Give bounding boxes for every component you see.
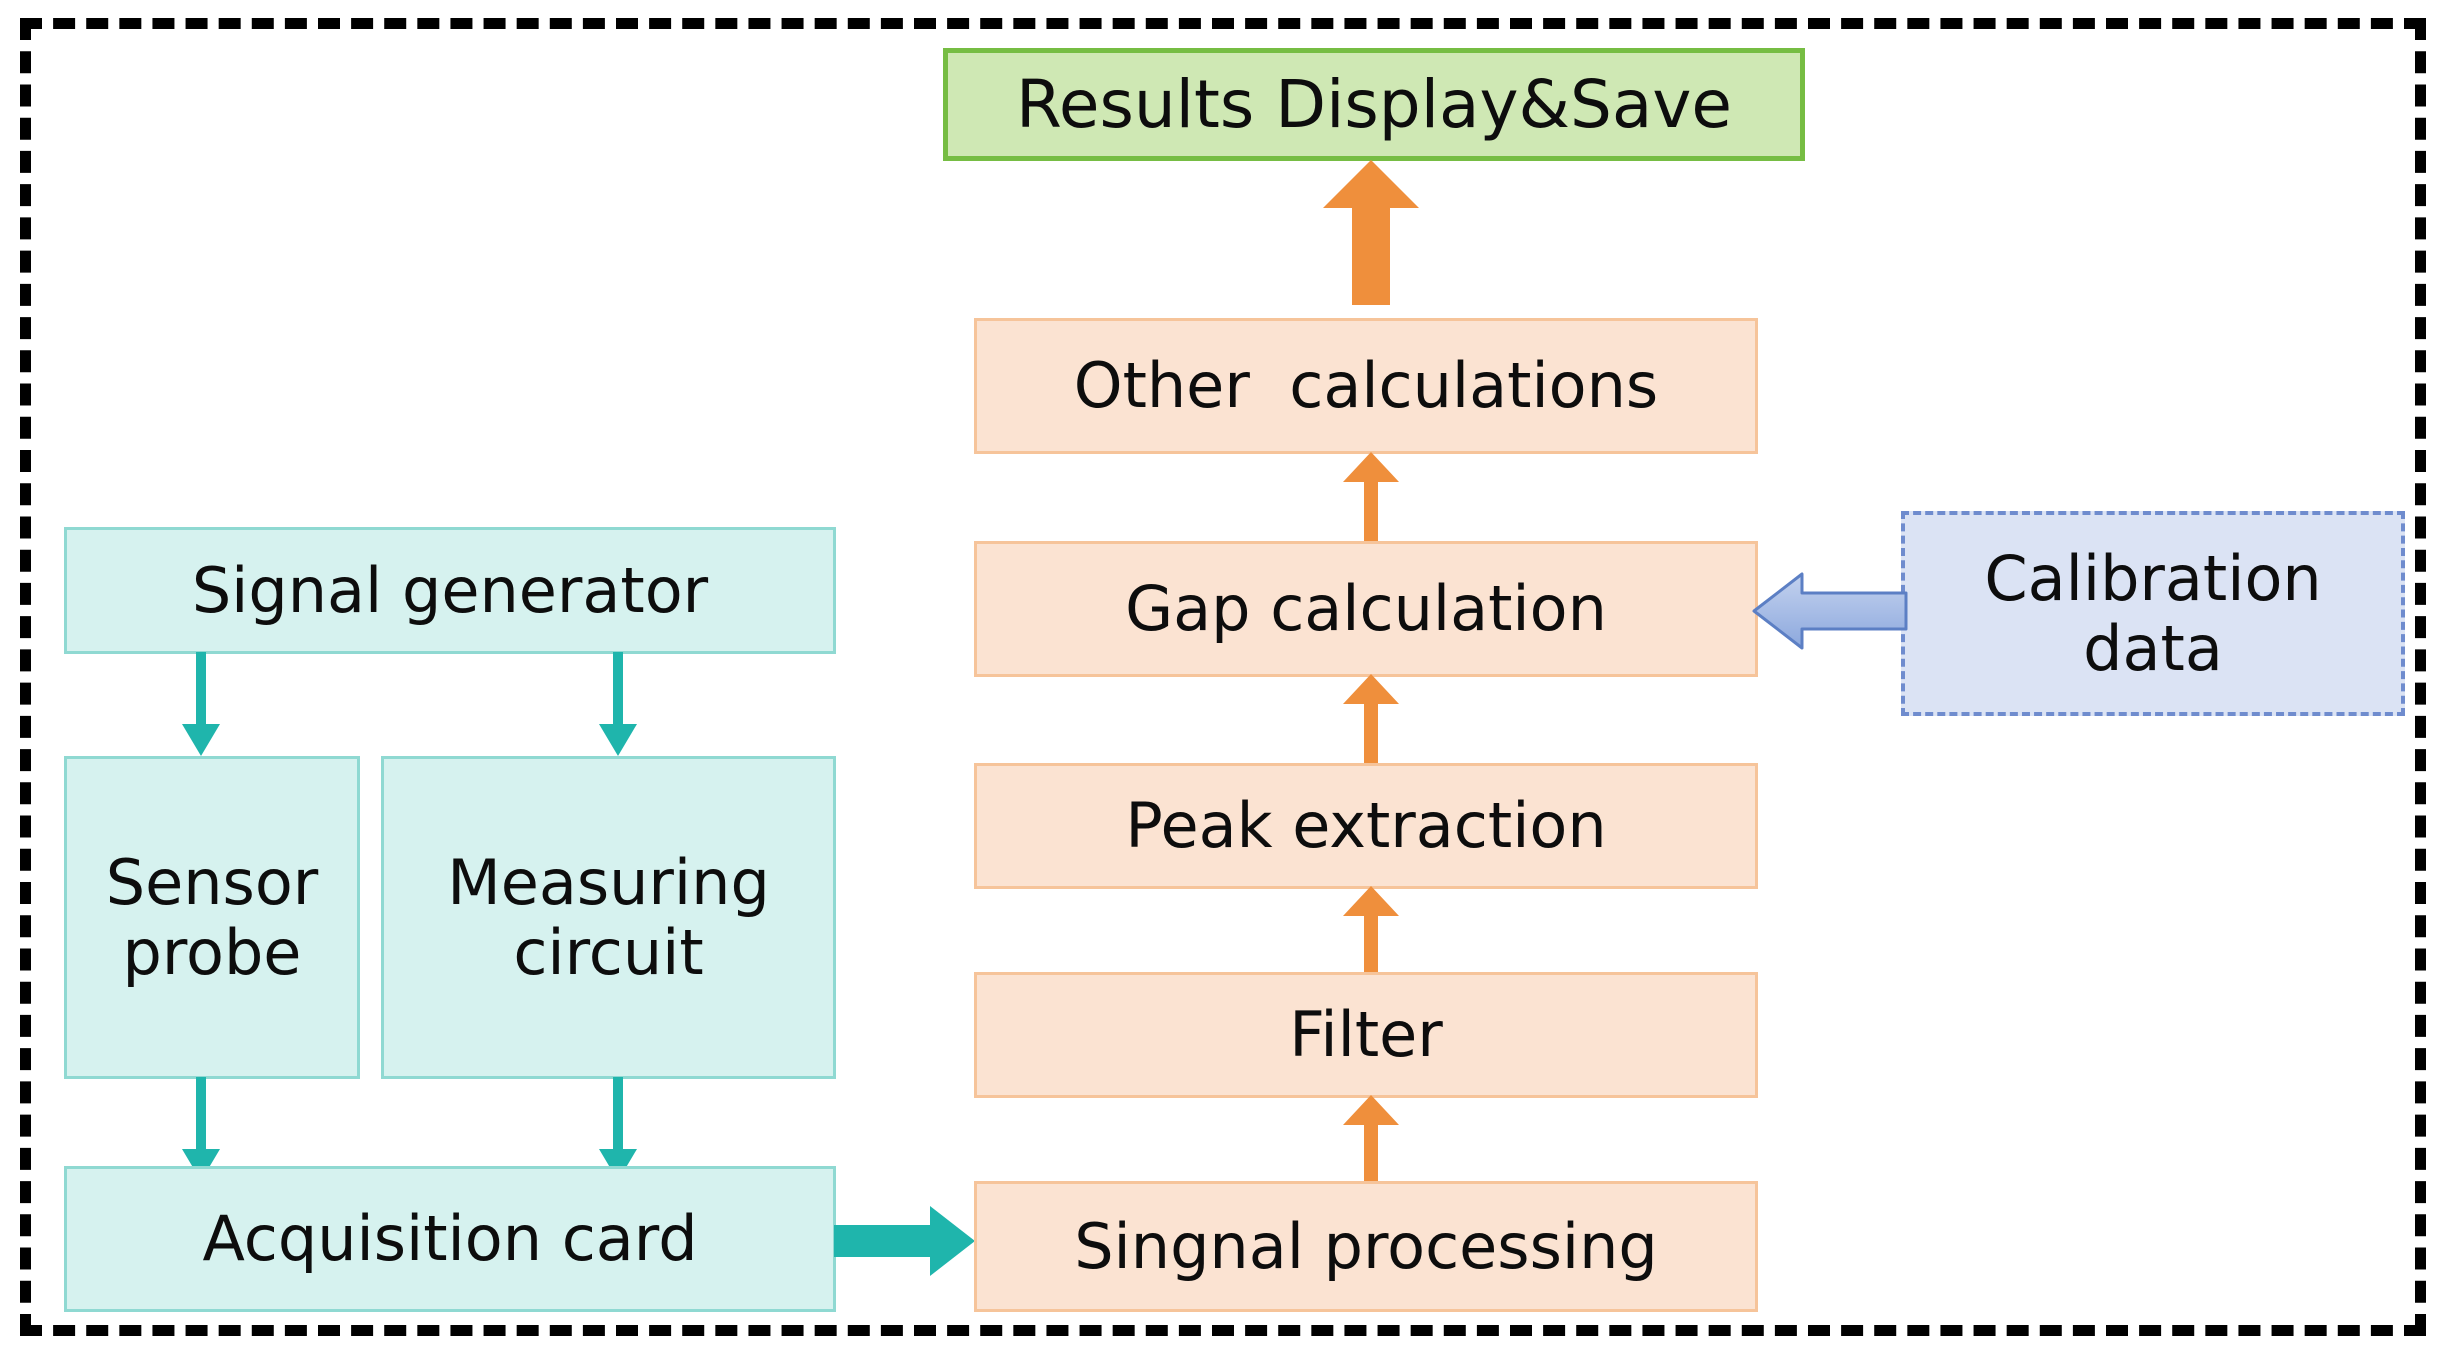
node-other-calculations-label: Other calculations [1073,349,1659,423]
node-peak-extraction[interactable]: Peak extraction [974,763,1758,889]
node-sensor-probe[interactable]: Sensor probe [64,756,360,1079]
node-gap-calculation-label: Gap calculation [1125,572,1607,646]
node-measuring-circuit[interactable]: Measuring circuit [381,756,836,1079]
node-results-display-save[interactable]: Results Display&Save [943,48,1805,161]
node-signal-generator-label: Signal generator [191,553,709,627]
node-signal-generator[interactable]: Signal generator [64,527,836,654]
node-calibration-data-label: Calibration data [1984,542,2322,685]
node-other-calculations[interactable]: Other calculations [974,318,1758,454]
node-acquisition-card[interactable]: Acquisition card [64,1166,836,1312]
node-filter[interactable]: Filter [974,972,1758,1098]
node-signal-processing[interactable]: Singnal processing [974,1181,1758,1312]
node-calibration-data[interactable]: Calibration data [1901,511,2405,716]
node-filter-label: Filter [1289,998,1443,1072]
node-sensor-probe-label: Sensor probe [105,846,319,989]
node-gap-calculation[interactable]: Gap calculation [974,541,1758,677]
system-boundary-frame [20,18,2426,1336]
node-results-display-save-label: Results Display&Save [1015,65,1733,143]
node-measuring-circuit-label: Measuring circuit [447,846,770,989]
node-acquisition-card-label: Acquisition card [202,1202,698,1276]
node-peak-extraction-label: Peak extraction [1125,789,1607,863]
node-signal-processing-label: Singnal processing [1074,1209,1658,1283]
